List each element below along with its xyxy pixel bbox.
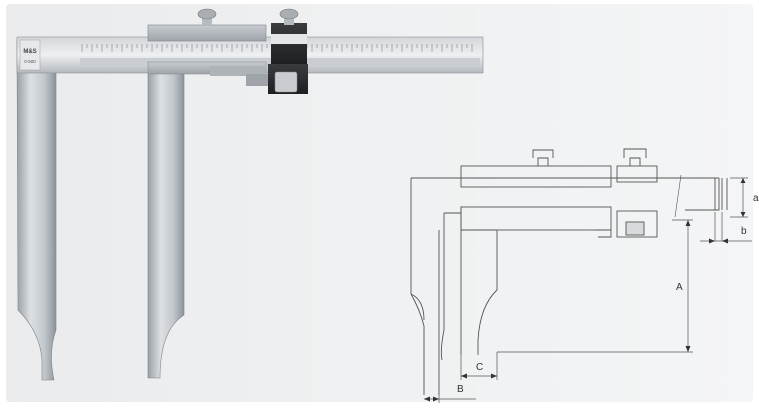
drawing-knob-left bbox=[532, 149, 554, 166]
label-C: C bbox=[476, 362, 483, 373]
drawing-fixed-jaw-tip bbox=[410, 293, 425, 321]
label-B: B bbox=[457, 384, 464, 395]
knob-stem-right bbox=[284, 17, 294, 25]
dim-a-line bbox=[730, 177, 748, 218]
dimension-labels: a b A B C bbox=[457, 193, 759, 395]
drawing-lower-block bbox=[616, 210, 658, 238]
locking-screw-left bbox=[197, 8, 217, 20]
dim-b-arrows bbox=[709, 238, 728, 244]
dimension-drawing bbox=[410, 148, 752, 403]
drawing-knob-right bbox=[623, 148, 647, 166]
drawing-beam bbox=[410, 177, 720, 395]
slider-bracket bbox=[210, 66, 266, 76]
model-mark: 0-500 bbox=[24, 59, 36, 64]
dim-B-arrows bbox=[424, 396, 439, 402]
label-A: A bbox=[676, 282, 683, 293]
caliper-photo: M&S 0-500 bbox=[16, 8, 484, 381]
brand-plate bbox=[19, 39, 41, 71]
locking-screw-right bbox=[279, 8, 299, 20]
drawing-end-lines bbox=[714, 178, 728, 210]
main-scale bbox=[81, 44, 473, 52]
drawing-upper-block bbox=[616, 165, 658, 183]
dim-B-line bbox=[424, 395, 476, 403]
fine-adjust-slider bbox=[147, 24, 267, 42]
fixed-jaw bbox=[16, 39, 57, 381]
dim-a-break bbox=[674, 174, 682, 218]
drawing-jaw-edge bbox=[440, 212, 461, 361]
label-a: a bbox=[753, 193, 759, 204]
drawing-slider-tab bbox=[595, 229, 612, 238]
dim-A-line bbox=[497, 219, 693, 353]
drawing-lower-slider bbox=[460, 206, 612, 231]
movable-jaw bbox=[147, 61, 185, 379]
label-b: b bbox=[741, 226, 747, 237]
drawing-upper-slider bbox=[460, 165, 612, 188]
clamp-button bbox=[274, 71, 298, 93]
brand-mark: M&S bbox=[23, 49, 36, 55]
drawing-clamp bbox=[625, 221, 645, 236]
dimension-arrows bbox=[424, 178, 746, 402]
knob-stem-left bbox=[202, 17, 212, 26]
slider-tab bbox=[246, 74, 272, 86]
vernier-scale bbox=[271, 34, 307, 44]
drawing-movable-jaw bbox=[460, 207, 498, 355]
